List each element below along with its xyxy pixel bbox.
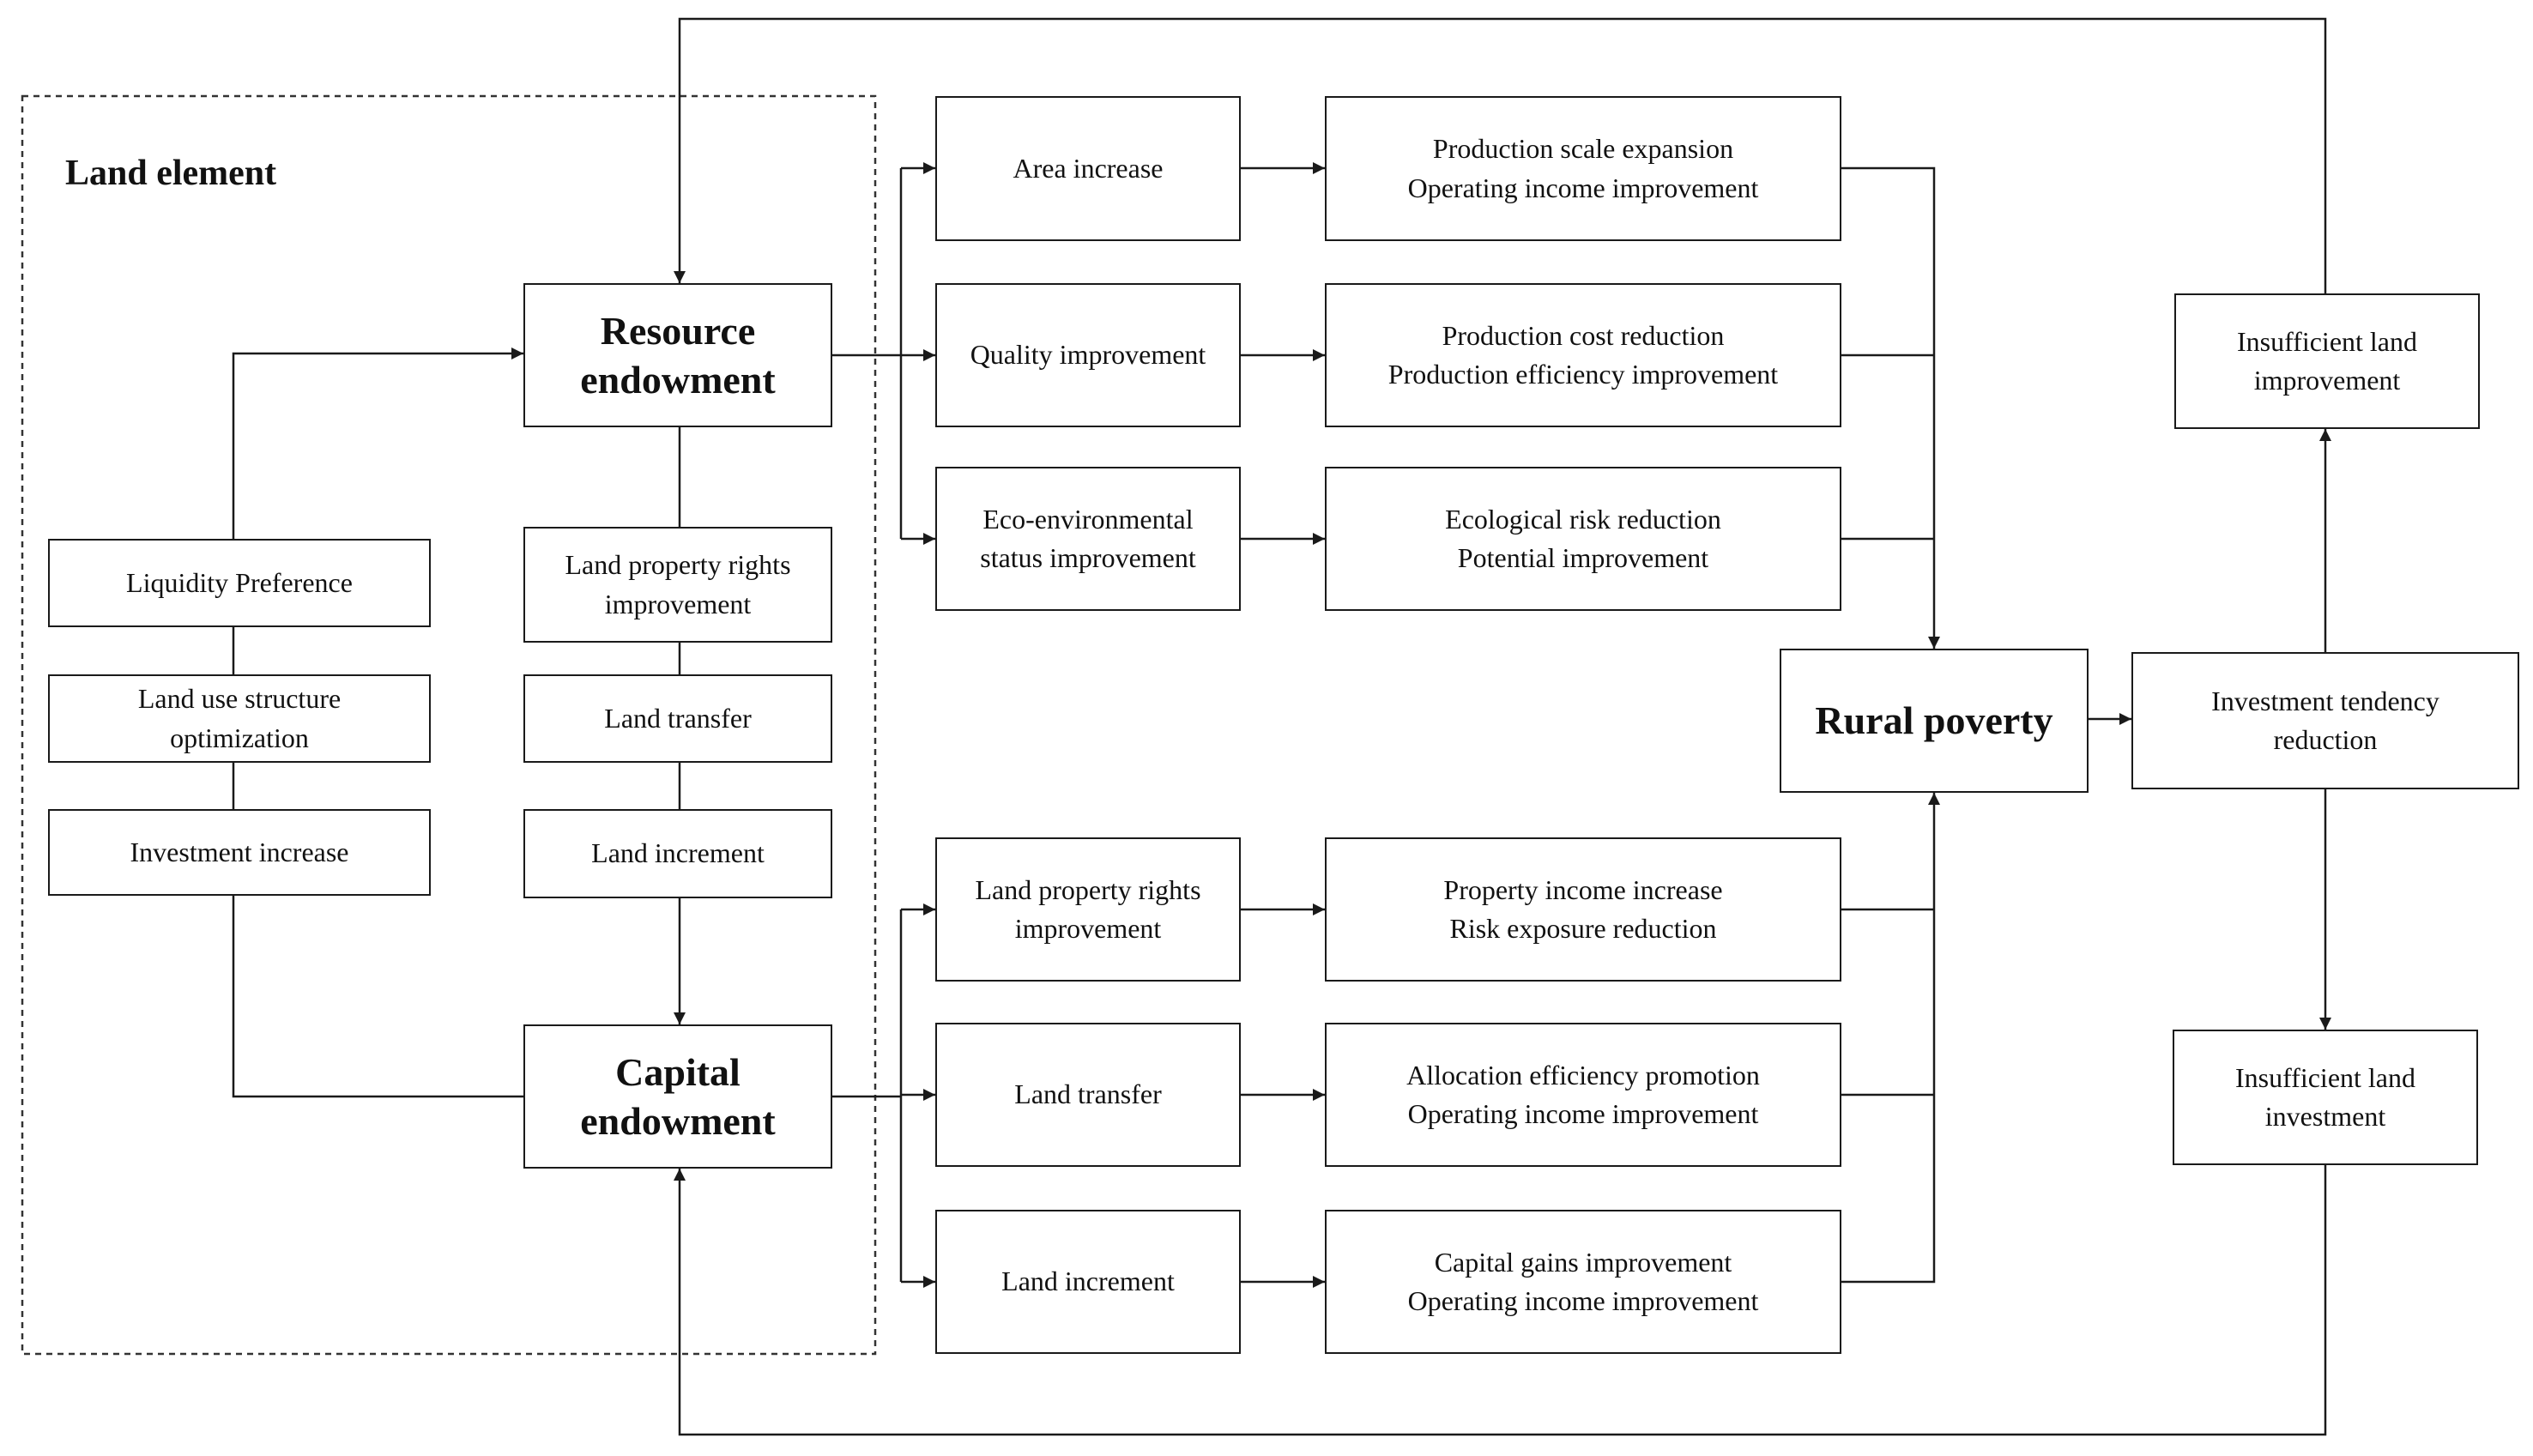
feedback-bottom-arrow — [674, 1165, 2327, 1436]
node-line: improvement — [604, 588, 752, 619]
node-line: Rural poverty — [1815, 698, 2053, 743]
land-use-structure-node: Land use structure optimization — [48, 674, 431, 763]
node-line: Operating income improvement — [1407, 1098, 1759, 1129]
land-transfer-left-node: Land transfer — [523, 674, 832, 763]
land-increment-left-node: Land increment — [523, 809, 832, 898]
node-line: Property income increase — [1443, 873, 1723, 905]
node-line: Capital gains improvement — [1434, 1246, 1732, 1278]
node-line: improvement — [2253, 365, 2401, 396]
node-line: Potential improvement — [1457, 542, 1709, 573]
node-line: Allocation efficiency promotion — [1406, 1059, 1760, 1090]
node-line: Production scale expansion — [1432, 133, 1734, 165]
ecological-risk-node: Ecological risk reduction Potential impr… — [1325, 467, 1841, 611]
node-line: Liquidity Preference — [126, 566, 353, 598]
node-line: Insufficient land — [2236, 325, 2417, 357]
investment-increase-node: Investment increase — [48, 809, 431, 896]
node-line: Operating income improvement — [1407, 172, 1759, 203]
node-line: investment — [2264, 1101, 2386, 1132]
land-element-title: Land element — [65, 154, 277, 193]
production-cost-node: Production cost reduction Production eff… — [1325, 283, 1841, 427]
resource-endowment-node: Resource endowment — [523, 283, 832, 427]
node-line: Area increase — [1013, 152, 1164, 184]
rural-poverty-node: Rural poverty — [1780, 649, 2089, 793]
node-line: improvement — [1014, 913, 1162, 944]
allocation-efficiency-node: Allocation efficiency promotion Operatin… — [1325, 1023, 1841, 1167]
land-increment-mid-node: Land increment — [935, 1210, 1241, 1354]
node-line: Land use structure — [137, 683, 342, 715]
land-transfer-mid-node: Land transfer — [935, 1023, 1241, 1167]
node-line: Capital — [615, 1049, 741, 1094]
node-line: Ecological risk reduction — [1445, 503, 1721, 535]
production-scale-node: Production scale expansion Operating inc… — [1325, 96, 1841, 241]
capital-endowment-node: Capital endowment — [523, 1024, 832, 1169]
node-line: Production efficiency improvement — [1387, 359, 1779, 390]
investment-to-capital-link — [232, 896, 523, 1098]
bottom-effects-to-poverty-arrow — [1841, 793, 1940, 1284]
connectors — [232, 17, 2331, 1436]
node-line: Operating income improvement — [1407, 1285, 1759, 1316]
feedback-top-arrow — [674, 17, 2327, 293]
node-line: Eco-environmental — [982, 503, 1194, 535]
investment-tendency-node: Investment tendency reduction — [2131, 652, 2519, 789]
node-line: reduction — [2273, 724, 2378, 755]
left-to-resource-arrow — [232, 347, 523, 539]
liquidity-preference-node: Liquidity Preference — [48, 539, 431, 627]
node-line: endowment — [580, 1099, 776, 1143]
node-line: Land increment — [1001, 1266, 1175, 1297]
node-line: Production cost reduction — [1442, 319, 1725, 351]
node-line: Investment tendency — [2211, 685, 2439, 716]
property-income-node: Property income increase Risk exposure r… — [1325, 837, 1841, 982]
node-line: optimization — [170, 722, 309, 753]
node-line: Land increment — [591, 837, 765, 869]
node-line: status improvement — [980, 542, 1196, 573]
node-line: Resource — [600, 308, 756, 353]
land-element-region — [21, 94, 877, 1356]
node-line: Quality improvement — [970, 339, 1206, 371]
node-line: Land property rights — [565, 549, 791, 581]
insufficient-improvement-node: Insufficient land improvement — [2174, 293, 2480, 429]
node-line: Investment increase — [130, 836, 349, 867]
top-effects-joins — [1841, 353, 1934, 541]
node-line: Insufficient land — [2234, 1061, 2415, 1093]
top-effects-to-poverty-arrow — [1841, 166, 1940, 649]
node-line: Land transfer — [604, 702, 752, 734]
bottom-effects-joins — [1841, 908, 1934, 1097]
area-increase-node: Area increase — [935, 96, 1241, 241]
node-line: Risk exposure reduction — [1449, 913, 1717, 944]
capital-gains-node: Capital gains improvement Operating inco… — [1325, 1210, 1841, 1354]
node-line: endowment — [580, 358, 776, 402]
quality-improvement-node: Quality improvement — [935, 283, 1241, 427]
node-line: Land property rights — [975, 873, 1201, 905]
insufficient-investment-node: Insufficient land investment — [2173, 1030, 2478, 1165]
eco-environmental-node: Eco-environmental status improvement — [935, 467, 1241, 611]
land-property-rights-left-node: Land property rights improvement — [523, 527, 832, 643]
node-line: Land transfer — [1014, 1078, 1162, 1110]
land-property-rights-mid-node: Land property rights improvement — [935, 837, 1241, 982]
